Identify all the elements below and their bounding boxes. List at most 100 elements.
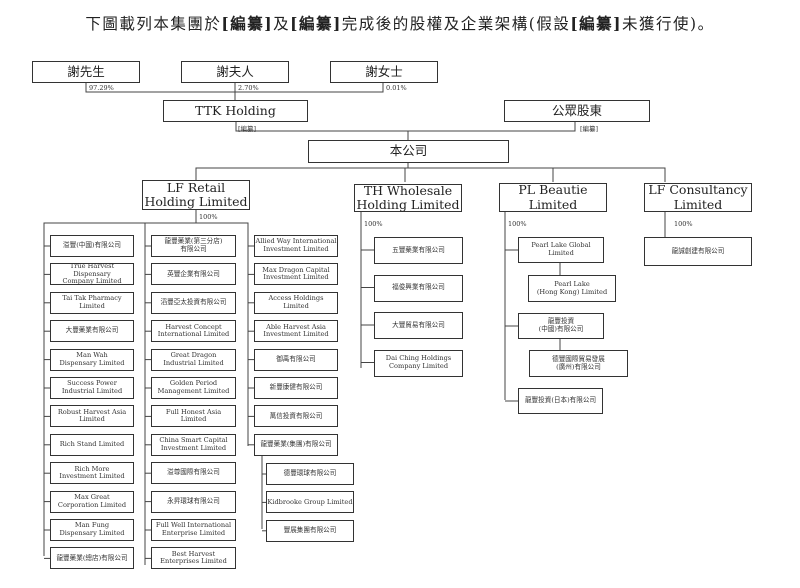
subsidiary-box: 龍豐投資 (中國)有限公司 [518,313,604,339]
subsidiary-box: LF Consultancy Limited [644,182,752,212]
subsidiary-name: Pearl Lake Global Limited [531,241,591,257]
subsidiary-name: Man Wah Dispensary Limited [59,351,125,367]
shareholder-box: 謝先生 [32,61,140,83]
subsidiary-box: 德豐國際貿易發展 (廣州)有限公司 [529,350,628,377]
subsidiary-box: Dai Ching Holdings Company Limited [374,349,463,377]
subsidiary-name: 龍豐藥業(第三分店) 有限公司 [164,237,223,253]
ownership-pct: 97.29% [89,84,114,92]
subsidiary-name: 新豐康健有限公司 [269,383,323,392]
subsidiary-name: Tai Tak Pharmacy Limited [62,294,122,310]
subsidiary-name: Allied Way International Investment Limi… [255,237,337,253]
subsidiary-box: 新豐康健有限公司 [254,377,338,399]
ttk-holding-box: TTK Holding [163,100,308,122]
subsidiary-name: Able Harvest Asia Investment Limited [263,322,329,339]
subsidiary-name: Golden Period Management Limited [157,379,230,395]
subsidiary-name: True Harvest Dispensary Company Limited [62,262,122,286]
subsidiary-box: True Harvest Dispensary Company Limited [50,262,134,286]
subsidiary-box: Man Fung Dispensary Limited [50,519,134,541]
subsidiary-name: China Smart Capital Investment Limited [159,436,228,452]
subsidiary-box: 英豐企業有限公司 [151,263,236,286]
subsidiary-name: 龍豐投資(日本)有限公司 [524,396,597,405]
subsidiary-name: 德豐國際貿易發展 (廣州)有限公司 [552,354,605,371]
subsidiary-name: Rich More Investment Limited [59,464,125,481]
subsidiary-name: Robust Harvest Asia Limited [57,407,127,424]
subsidiary-name: Best Harvest Enterprises Limited [160,549,227,566]
ownership-pct: 100% [508,220,527,228]
subsidiary-box: 龍豐藥業(總店)有限公司 [50,547,134,570]
subsidiary-box: 溢尊國際有限公司 [151,462,236,485]
subsidiary-box: Man Wah Dispensary Limited [50,348,134,371]
subsidiary-name: 福俊興業有限公司 [392,283,445,292]
subsidiary-box: 溢豐(中國)有限公司 [50,235,134,257]
subsidiary-box: Rich More Investment Limited [50,462,134,485]
subsidiary-name: 德豐環球有限公司 [283,469,337,478]
shareholder-box: 謝夫人 [181,61,289,83]
subsidiary-box: Harvest Concept International Limited [151,320,236,343]
ownership-pct: [編纂] [238,125,257,133]
subsidiary-box: 大豐藥業有限公司 [50,320,134,343]
subsidiary-name: Great Dragon Industrial Limited [163,351,224,367]
subsidiary-name: 萬信投資有限公司 [269,411,323,420]
subsidiary-box: 萬信投資有限公司 [254,405,338,428]
subsidiary-box: 大豐貿易有限公司 [374,312,463,339]
subsidiary-name: 龍豐藥業(總店)有限公司 [56,553,128,562]
subsidiary-name: 永昇環球有限公司 [167,496,220,505]
subsidiary-box: 御禹有限公司 [254,348,338,371]
subsidiary-box: 豐展集團有限公司 [266,519,354,542]
subsidiary-box: 滔豐亞太投資有限公司 [151,291,236,314]
subsidiary-name: Harvest Concept International Limited [157,322,230,339]
subsidiary-box: China Smart Capital Investment Limited [151,433,236,456]
ownership-pct: 100% [364,220,383,228]
subsidiary-name: Max Dragon Capital Investment Limited [262,265,330,282]
subsidiary-name: 大豐藥業有限公司 [65,326,119,335]
subsidiary-box: Max Great Corporation Limited [50,490,134,513]
subsidiary-box: Success Power Industrial Limited [50,377,134,399]
subsidiary-name: 大豐貿易有限公司 [392,320,445,329]
subsidiary-name: 御禹有限公司 [276,354,316,363]
subsidiary-name: Man Fung Dispensary Limited [59,521,125,537]
subsidiary-box: Best Harvest Enterprises Limited [151,547,236,570]
ownership-pct: 100% [674,220,693,228]
subsidiary-name: 龍豐藥業(集團)有限公司 [260,440,332,448]
subsidiary-name: Full Well International Enterprise Limit… [155,521,232,537]
subsidiary-box: Pearl Lake Global Limited [518,237,604,263]
subsidiary-name: 五豐藥業有限公司 [392,245,445,254]
subsidiary-box: Kidbrooke Group Limited [266,491,354,514]
subsidiary-box: 龍豐藥業(集團)有限公司 [254,433,338,456]
subsidiary-box: 五豐藥業有限公司 [374,237,463,264]
subsidiary-box: Allied Way International Investment Limi… [254,235,338,257]
subsidiary-box: Full Honest Asia Limited [151,405,236,428]
subsidiary-name: Success Power Industrial Limited [61,379,123,395]
subsidiary-box: Max Dragon Capital Investment Limited [254,263,338,286]
subsidiary-name: Dai Ching Holdings Company Limited [385,354,452,370]
subsidiary-box: Full Well International Enterprise Limit… [151,519,236,541]
subsidiary-box: TH Wholesale Holding Limited [354,183,462,212]
subsidiary-box: Pearl Lake (Hong Kong) Limited [528,275,616,302]
subsidiary-name: 滔豐亞太投資有限公司 [160,298,227,306]
subsidiary-name: Pearl Lake (Hong Kong) Limited [536,279,608,296]
ownership-pct: [編纂] [580,125,599,133]
subsidiary-box: 永昇環球有限公司 [151,490,236,513]
subsidiary-box: LF Retail Holding Limited [142,180,250,210]
ownership-pct: 0.01% [386,84,407,92]
subsidiary-box: Able Harvest Asia Investment Limited [254,320,338,343]
subsidiary-name: Rich Stand Limited [59,440,125,448]
subsidiary-box: 龍誠創建有限公司 [644,237,752,266]
subsidiary-name: 溢豐(中國)有限公司 [63,241,121,250]
shareholder-box: 謝女士 [330,61,438,83]
company-box: 本公司 [308,140,509,163]
public-shareholders-box: 公眾股東 [504,100,650,122]
subsidiary-name: Full Honest Asia Limited [165,407,222,424]
subsidiary-name: Access Holdings Limited [268,294,324,310]
subsidiary-box: PL Beautie Limited [499,182,607,212]
subsidiary-box: Golden Period Management Limited [151,377,236,399]
subsidiary-box: Access Holdings Limited [254,291,338,314]
chart-caption: 下圖載列本集團於[編纂]及[編纂]完成後的股權及企業架構(假設[編纂]未獲行使)… [85,14,715,33]
subsidiary-box: Great Dragon Industrial Limited [151,348,236,371]
ownership-pct: 2.70% [238,84,259,92]
subsidiary-box: Robust Harvest Asia Limited [50,405,134,428]
subsidiary-name: 龍豐投資 (中國)有限公司 [538,317,584,333]
subsidiary-box: 德豐環球有限公司 [266,463,354,485]
subsidiary-box: Tai Tak Pharmacy Limited [50,291,134,314]
